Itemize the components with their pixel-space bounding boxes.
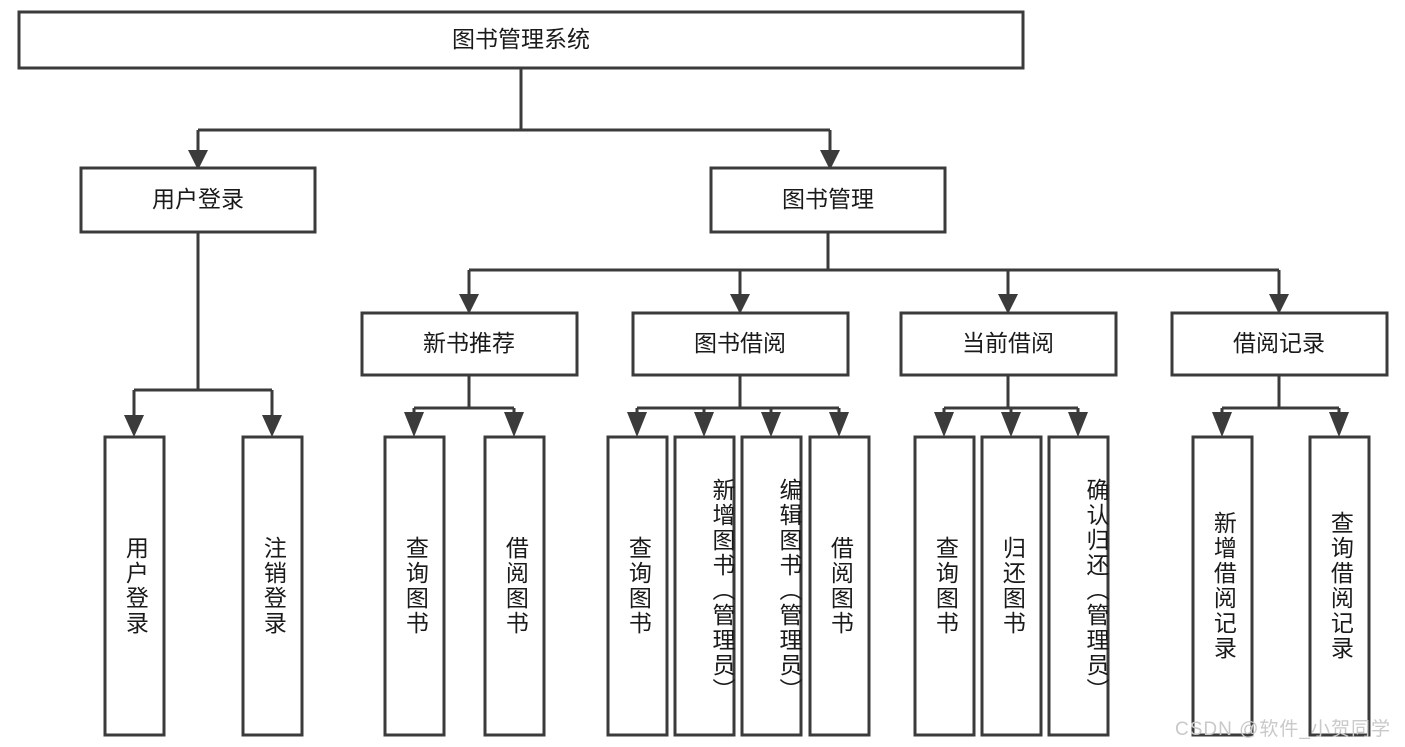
node-book-management-label: 图书管理	[782, 186, 874, 212]
leaf-boxes-borrow-record	[1191, 435, 1371, 737]
connector-book-borrow-to-leaves	[627, 375, 849, 437]
leaf-boxes-book-borrow	[606, 435, 871, 737]
node-user-login[interactable]: 用户登录	[79, 166, 317, 234]
node-book-borrow[interactable]: 图书借阅	[631, 311, 850, 377]
leaf-boxes-current-borrow	[913, 435, 1110, 737]
node-new-book-recommend[interactable]: 新书推荐	[360, 311, 579, 377]
leaf-box[interactable]	[1308, 435, 1371, 737]
node-book-borrow-label: 图书借阅	[694, 330, 786, 356]
connector-root-to-level2	[188, 68, 840, 170]
leaf-box[interactable]	[740, 435, 803, 737]
node-new-book-recommend-label: 新书推荐	[423, 330, 515, 356]
leaf-box[interactable]	[383, 435, 446, 737]
leaf-box[interactable]	[1047, 435, 1110, 737]
node-current-borrow[interactable]: 当前借阅	[899, 311, 1118, 377]
leaf-box[interactable]	[606, 435, 669, 737]
leaf-box[interactable]	[241, 435, 304, 737]
leaf-box[interactable]	[103, 435, 166, 737]
node-current-borrow-label: 当前借阅	[962, 330, 1054, 356]
leaf-box[interactable]	[980, 435, 1043, 737]
node-book-management[interactable]: 图书管理	[709, 166, 947, 234]
connector-book-mgmt-to-level3	[459, 232, 1289, 314]
connector-borrow-record-to-leaves	[1212, 375, 1349, 437]
leaf-box[interactable]	[673, 435, 736, 737]
node-root-label: 图书管理系统	[452, 26, 590, 52]
node-user-login-label: 用户登录	[152, 186, 244, 212]
leaf-box[interactable]	[1191, 435, 1254, 737]
leaf-box[interactable]	[913, 435, 976, 737]
connector-user-login-to-leaves	[124, 232, 282, 437]
watermark-text: CSDN @软件_小贺同学	[1175, 719, 1391, 740]
leaf-box[interactable]	[483, 435, 546, 737]
leaf-box[interactable]	[808, 435, 871, 737]
leaf-boxes-user-login	[103, 435, 304, 737]
leaf-boxes-new-book-recommend	[383, 435, 546, 737]
connector-new-book-to-leaves	[404, 375, 524, 437]
node-borrow-record-label: 借阅记录	[1233, 330, 1325, 356]
node-root[interactable]: 图书管理系统	[17, 10, 1025, 70]
node-borrow-record[interactable]: 借阅记录	[1170, 311, 1389, 377]
connector-current-borrow-to-leaves	[934, 375, 1088, 437]
